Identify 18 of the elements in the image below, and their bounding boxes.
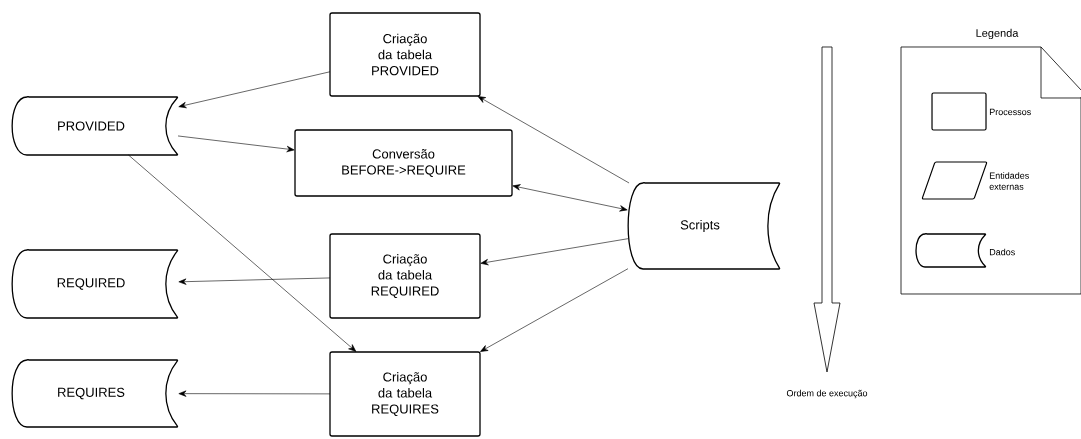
arrow xyxy=(128,154,357,352)
arrow xyxy=(480,268,629,352)
legend-title: Legenda xyxy=(976,28,1019,40)
arrow xyxy=(480,238,629,266)
arrow xyxy=(178,390,331,397)
process-box: Criação da tabela PROVIDED xyxy=(329,12,481,97)
arrow xyxy=(512,184,628,212)
process-box: Conversão BEFORE->REQUIRE xyxy=(294,129,513,197)
legend-text: Entidades externas xyxy=(989,172,1029,190)
legend-text: Processos xyxy=(989,108,1031,116)
arrow xyxy=(477,96,630,184)
axis-label: Ordem de execução xyxy=(786,389,868,399)
process-box: Criação da tabela REQUIRED xyxy=(329,233,481,319)
process-box: Criação da tabela REQUIRES xyxy=(329,351,481,437)
arrow xyxy=(177,135,295,153)
arrow xyxy=(178,71,331,109)
arrow xyxy=(178,277,331,285)
legend-text: Dados xyxy=(989,248,1015,256)
